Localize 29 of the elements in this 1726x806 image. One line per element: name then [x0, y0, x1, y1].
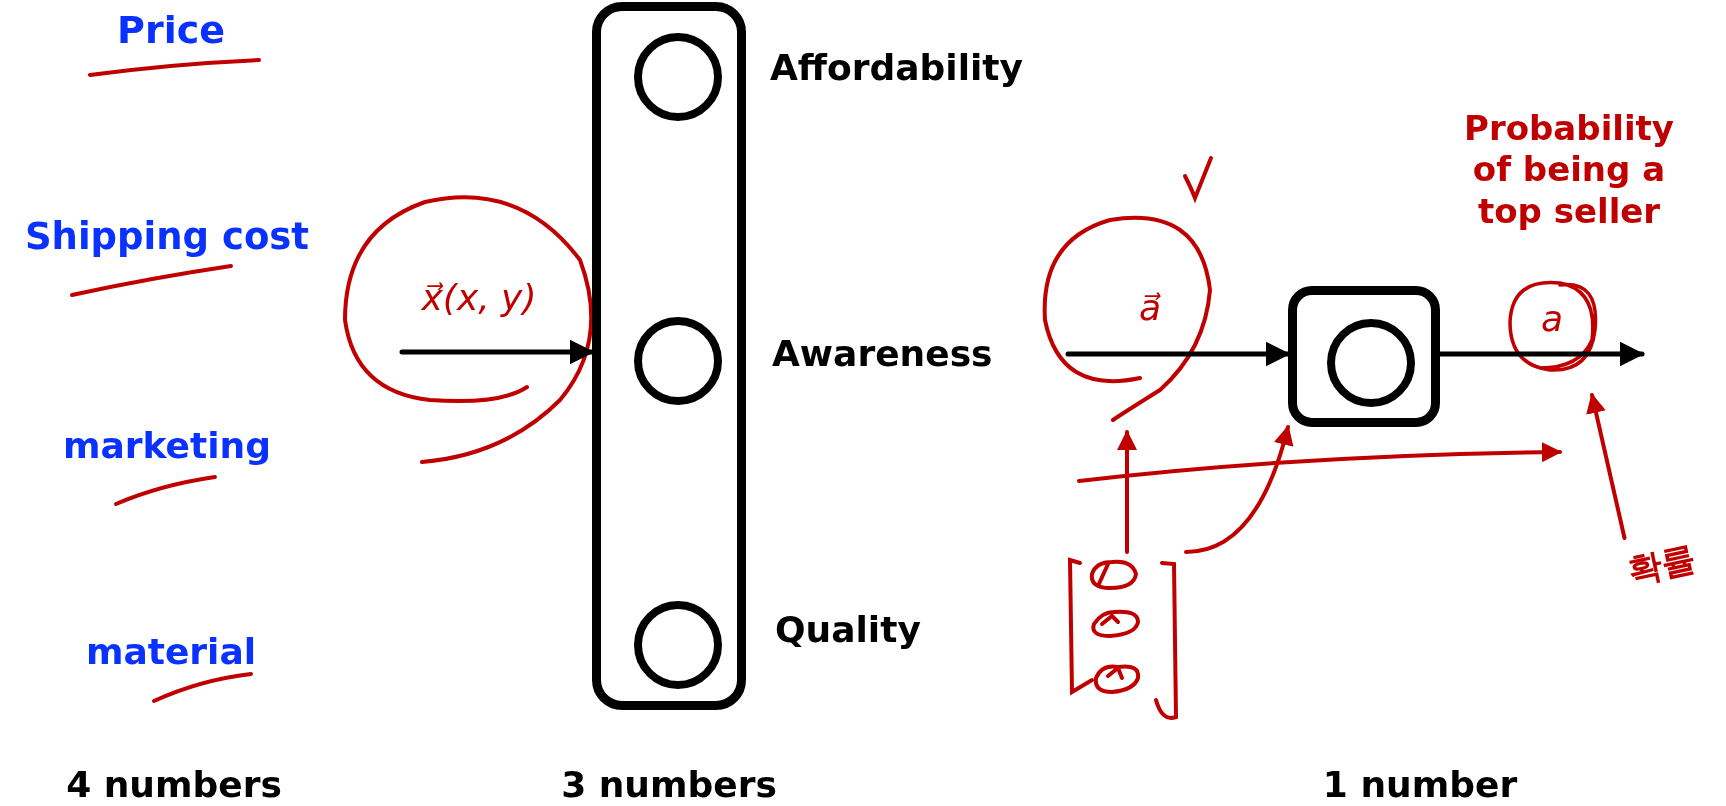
layer-box [592, 2, 746, 710]
annotation-arrow [1117, 430, 1137, 554]
annotation-arrow [1586, 393, 1627, 540]
neuron-label: Affordability [770, 46, 1024, 90]
neuron-circle [1327, 319, 1415, 407]
input-label: Shipping cost [24, 214, 310, 260]
input-label: marketing [63, 424, 271, 468]
annotation-arrow [1184, 425, 1293, 554]
arrow [1437, 341, 1645, 367]
edge-label: a⃗ [1138, 286, 1162, 330]
input-label: material [85, 630, 257, 674]
neuron-circle [634, 601, 722, 689]
output-label: Probability of being a top seller [1462, 107, 1675, 233]
arrow [1065, 341, 1291, 367]
input-label: Price [117, 8, 225, 54]
neuron-label: Awareness [772, 332, 993, 376]
neuron-circle [634, 33, 722, 121]
handwritten-note: 확률 [1624, 538, 1700, 592]
circled-mark [1042, 215, 1212, 422]
edge-label: x⃗(x, y) [421, 276, 537, 320]
circled-mark [1508, 280, 1598, 372]
edge-label: a [1540, 297, 1564, 341]
neuron-box [1288, 286, 1440, 427]
arrow [399, 339, 595, 365]
count-label: 3 numbers [561, 763, 777, 806]
neuron-label: Quality [775, 608, 921, 652]
neuron-circle [634, 317, 722, 405]
count-label: 4 numbers [66, 763, 282, 806]
count-label: 1 number [1322, 763, 1518, 806]
